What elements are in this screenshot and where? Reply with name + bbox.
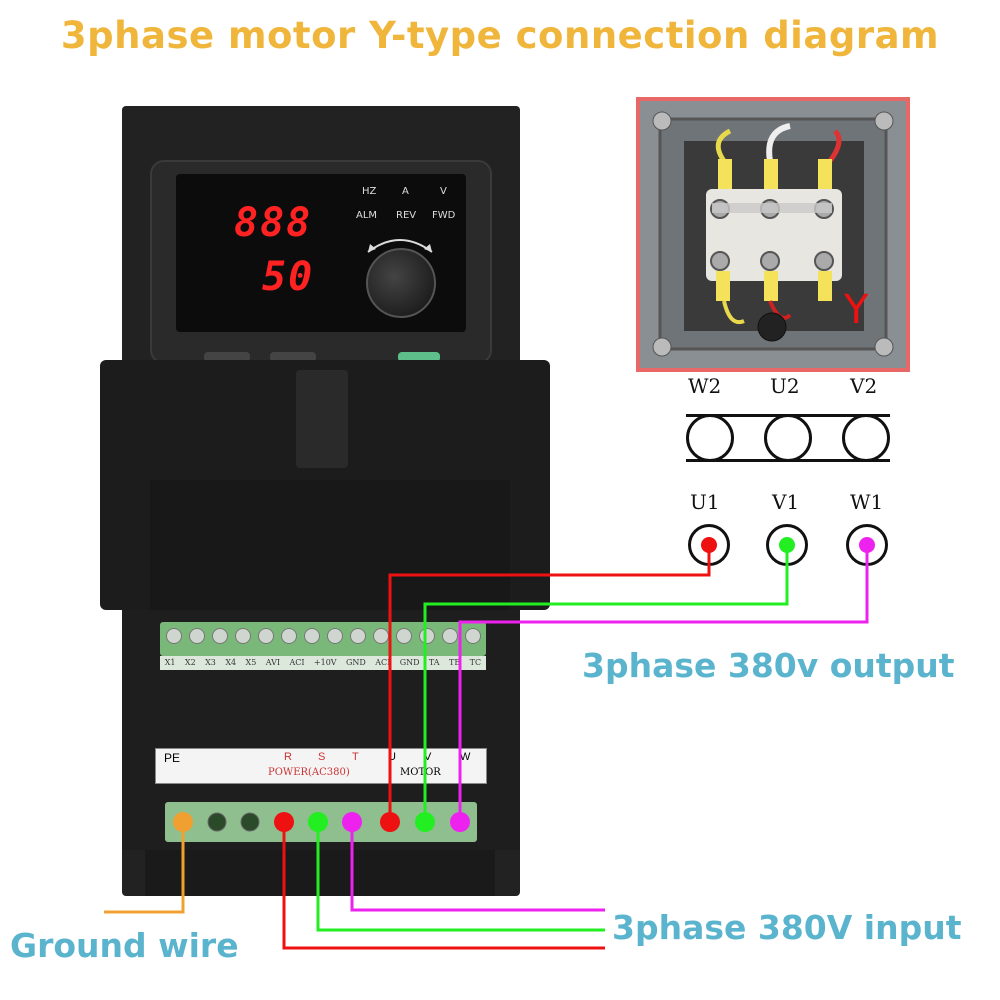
control-terminal-screw	[235, 628, 251, 644]
control-terminal-label: X3	[205, 658, 216, 667]
control-terminal-label: TA	[428, 658, 440, 667]
control-terminal-label: X4	[225, 658, 237, 667]
control-terminal-screw	[281, 628, 297, 644]
v-label: V	[424, 751, 432, 763]
control-terminal-screw	[304, 628, 320, 644]
star-symbol: Y	[844, 287, 869, 333]
r-label: R	[284, 751, 292, 763]
v-terminal-dot	[415, 812, 435, 832]
v1-dot	[779, 537, 795, 553]
green-output-wire	[423, 545, 789, 822]
indicator-hz: HZ	[362, 186, 377, 197]
motor-text: MOTOR	[400, 767, 441, 778]
indicator-alm: ALM	[356, 210, 378, 221]
control-terminal-screw	[442, 628, 458, 644]
ground-wire	[104, 822, 185, 914]
panel-button-1[interactable]	[204, 352, 250, 362]
terminal-w2-label: W2	[688, 374, 722, 398]
w-label: W	[460, 751, 471, 763]
control-terminal-label: AVI	[265, 658, 281, 667]
terminal-box-illustration	[640, 101, 906, 368]
control-terminal-screw	[258, 628, 274, 644]
control-terminal-label: ACI	[375, 658, 391, 667]
control-terminal-label: X1	[164, 658, 176, 667]
indicator-fwd: FWD	[432, 210, 456, 221]
run-button[interactable]	[398, 352, 440, 362]
s-label: S	[318, 751, 326, 763]
output-label: 3phase 380v output	[582, 646, 955, 685]
u-terminal-dot	[380, 812, 400, 832]
terminal-u2-label: U2	[770, 374, 800, 398]
control-terminal-label: X2	[184, 658, 196, 667]
green-input-wire	[316, 822, 605, 932]
control-terminal-screw	[419, 628, 435, 644]
control-terminal-labels: X1 X2 X3 X4 X5 AVI ACI +10V GND ACI GND TA TB TC	[160, 656, 486, 670]
control-terminal-screw	[166, 628, 182, 644]
control-terminal-label: GND	[399, 658, 420, 667]
t-label: T	[352, 751, 359, 763]
u1-dot	[701, 537, 717, 553]
rotation-arrow-icon	[367, 239, 433, 253]
terminal-u2	[764, 414, 812, 462]
control-terminal-label: TB	[449, 658, 461, 667]
red-input-wire	[282, 822, 605, 950]
magenta-input-wire	[350, 822, 605, 912]
indicator-rev: REV	[396, 210, 417, 221]
control-terminal-screw	[327, 628, 343, 644]
terminal-v2-label: V2	[850, 374, 878, 398]
s-terminal-dot	[308, 812, 328, 832]
terminal-w1-label: W1	[850, 490, 884, 514]
empty-terminal-2	[240, 812, 260, 832]
terminal-v1-label: V1	[772, 490, 800, 514]
control-terminal-label: +10V	[313, 658, 337, 667]
control-terminal-label: ACI	[289, 658, 305, 667]
speed-knob[interactable]	[366, 248, 436, 318]
panel-button-2[interactable]	[270, 352, 316, 362]
control-terminal-screw	[350, 628, 366, 644]
control-terminal-screw	[189, 628, 205, 644]
display-top-value: 888	[234, 200, 313, 246]
indicator-v: V	[440, 186, 447, 197]
input-label: 3phase 380V input	[612, 908, 962, 947]
control-terminal-screw	[465, 628, 481, 644]
pe-label: PE	[164, 751, 181, 765]
inverter-base	[145, 850, 495, 896]
control-terminal-label: TC	[469, 658, 482, 667]
control-terminal-screw	[212, 628, 228, 644]
u-label: U	[388, 751, 396, 763]
w1-dot	[859, 537, 875, 553]
pe-terminal-dot	[173, 812, 193, 832]
cover-latch	[296, 370, 348, 468]
terminal-u1-label: U1	[690, 490, 720, 514]
terminal-w2	[686, 414, 734, 462]
indicator-a: A	[402, 186, 409, 197]
control-terminal-screw	[396, 628, 412, 644]
empty-terminal-1	[207, 812, 227, 832]
w-terminal-dot	[450, 812, 470, 832]
control-terminal-label: X5	[245, 658, 257, 667]
red-output-wire	[388, 545, 711, 822]
magenta-output-wire	[458, 545, 869, 822]
display-bottom-value: 50	[262, 254, 315, 300]
diagram-title: 3phase motor Y-type connection diagram	[60, 14, 940, 57]
ground-label: Ground wire	[10, 926, 239, 965]
cover-inner	[150, 480, 510, 610]
power-text: POWER(AC380)	[268, 767, 350, 778]
power-terminal-label: PE R S T U V W POWER(AC380) MOTOR	[155, 748, 487, 784]
control-terminal-label: GND	[346, 658, 366, 667]
t-terminal-dot	[342, 812, 362, 832]
terminal-v2	[842, 414, 890, 462]
motor-terminal-box-photo: Y	[636, 97, 910, 372]
r-terminal-dot	[274, 812, 294, 832]
